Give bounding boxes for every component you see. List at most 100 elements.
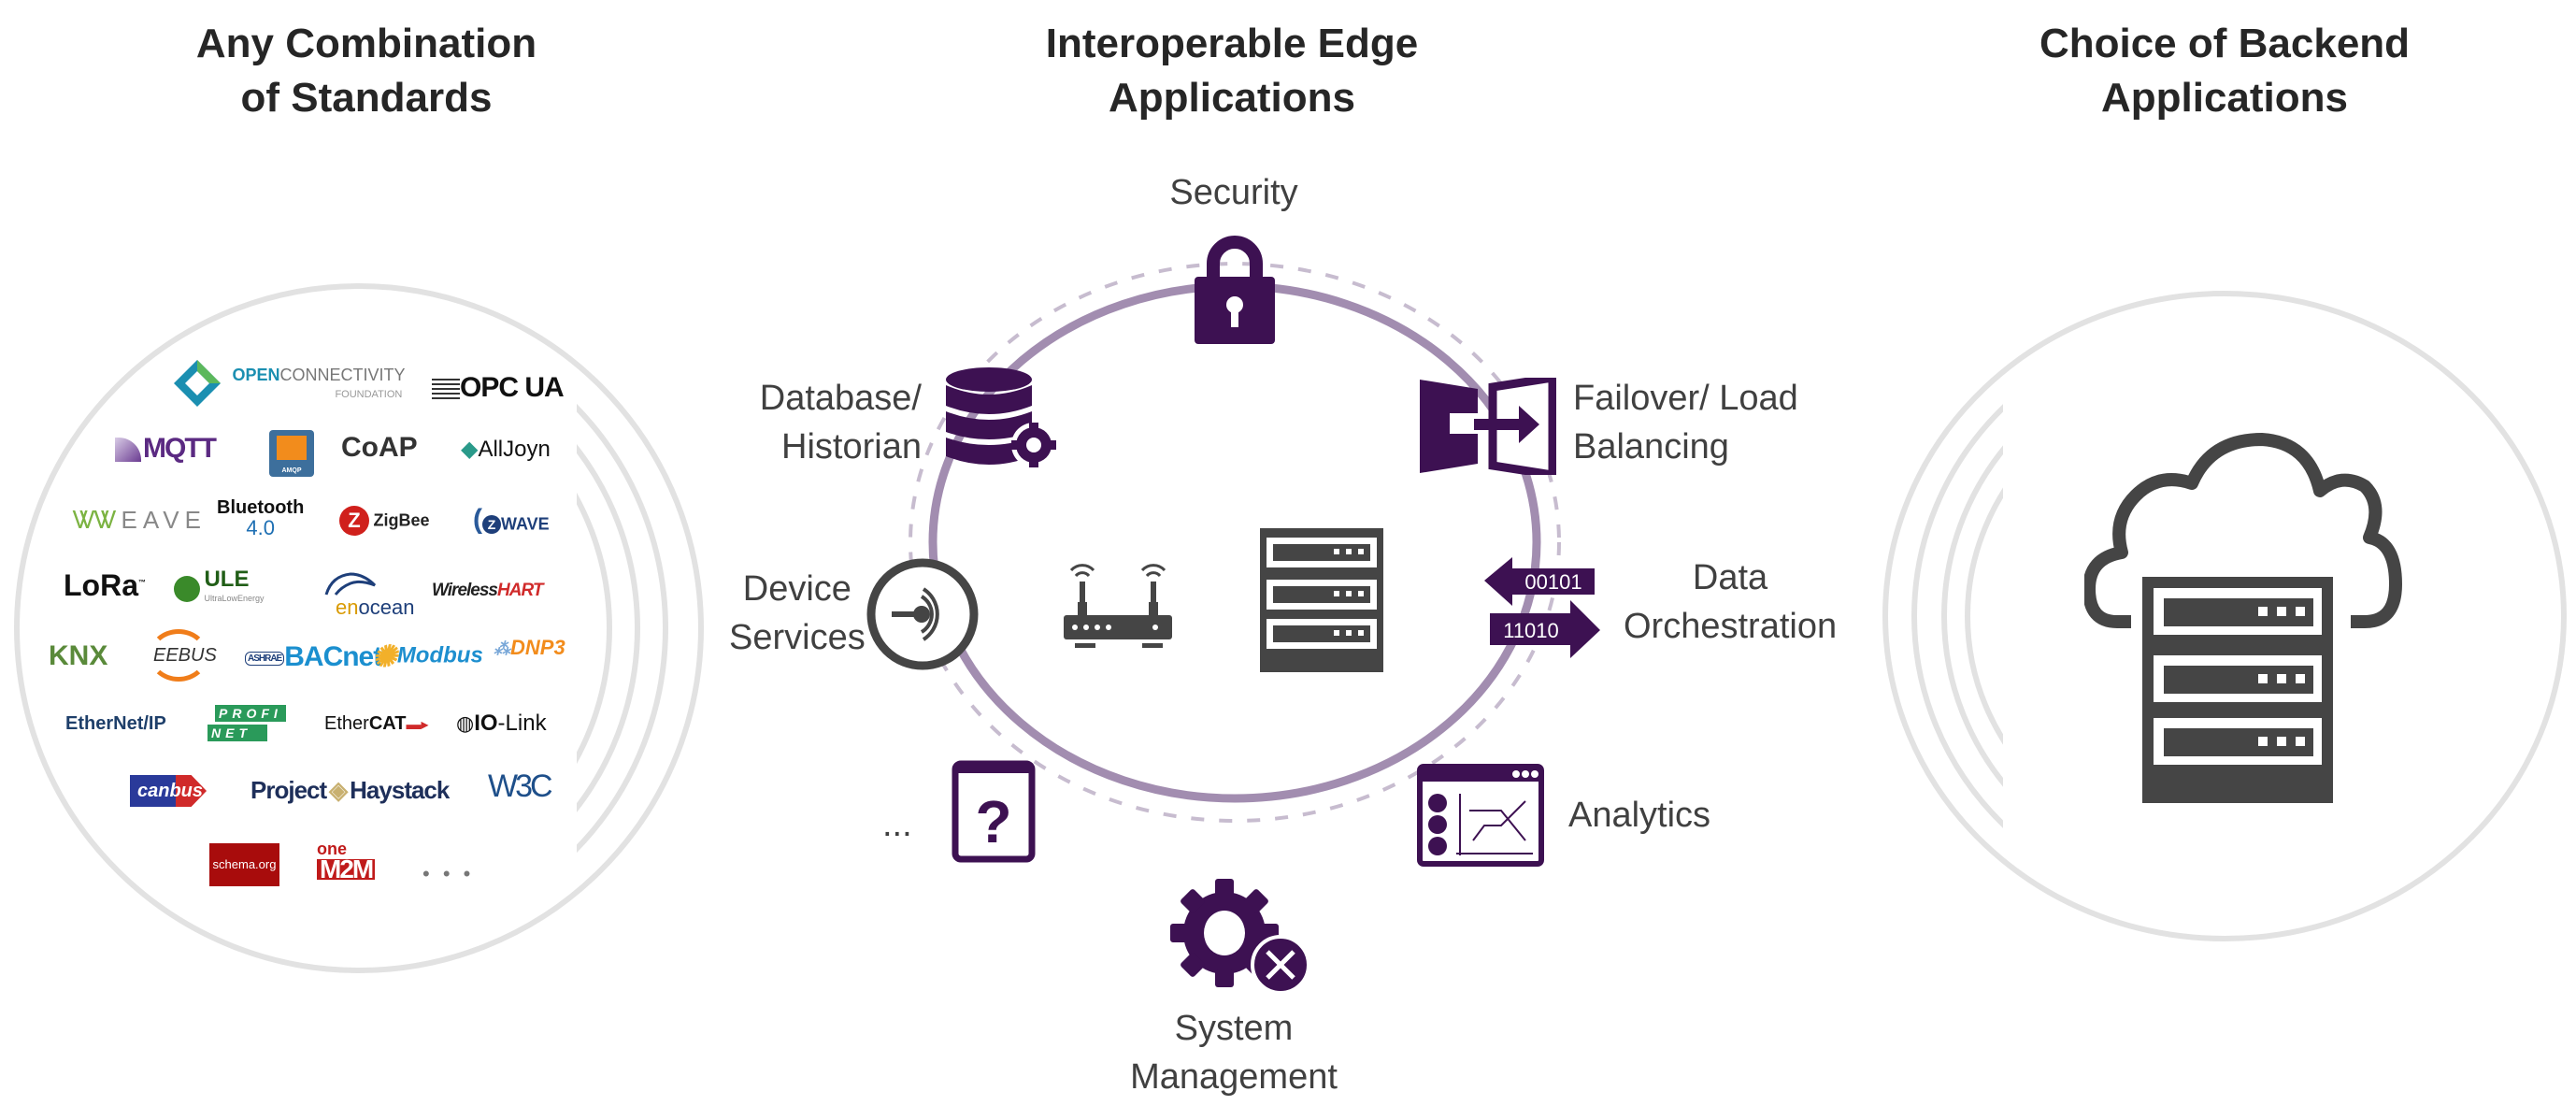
logo-wirelesshart: WirelessHART	[432, 581, 543, 601]
cloud-server-icon	[2084, 433, 2402, 803]
opcua-text: OPC UA	[460, 372, 565, 403]
amqp-text: AMQP	[281, 467, 302, 474]
data-orchestration-label: Data Orchestration	[1624, 553, 1837, 651]
standards-title: Any Combination of Standards	[86, 17, 647, 125]
ethercat-text: CAT	[368, 713, 407, 734]
logo-ethernetip: EtherNet/IP	[65, 713, 166, 734]
edge-server-icon	[1260, 528, 1383, 672]
label-line: Device	[742, 569, 852, 609]
logo-enocean: enenoceanocean	[322, 568, 414, 620]
ule-subtext: UltraLowEnergy	[204, 594, 265, 603]
label-line: Database/	[759, 379, 922, 418]
svg-text:?: ?	[975, 788, 1011, 855]
title-line: of Standards	[240, 75, 493, 121]
dolphin-icon	[324, 572, 377, 596]
eebus-text: EEBUS	[153, 645, 217, 666]
logo-amqp: AMQP	[269, 430, 314, 477]
modbus-text: Modbus	[396, 642, 483, 668]
logo-modbus: ✺Modbus	[372, 639, 483, 673]
onem2m-text: one	[317, 840, 348, 858]
logo-schema-org: schema.org	[209, 843, 279, 886]
ocf-text: CONNECTIVITY	[279, 365, 406, 384]
logo-onem2m: one M2M	[317, 839, 376, 883]
label-line: Failover/ Load	[1573, 379, 1798, 418]
more-label: ...	[882, 805, 912, 844]
logo-dnp3: ⁂DNP3	[494, 636, 565, 659]
title-line: Any Combination	[195, 21, 537, 66]
iolink-text: IO	[474, 711, 498, 736]
logo-haystack: Project◈Haystack	[250, 776, 450, 804]
wirelesshart-text: Wireless	[432, 581, 498, 600]
analytics-icon[interactable]	[1417, 764, 1544, 867]
title-line: Interoperable Edge	[1045, 21, 1419, 66]
dnp3-text: DNP3	[510, 636, 565, 659]
backend-apps-title: Choice of Backend Applications	[1944, 17, 2505, 125]
logo-ule: ULE UltraLowEnergy	[174, 568, 265, 606]
edge-ring	[909, 262, 1561, 823]
label-line: Balancing	[1573, 427, 1729, 467]
weave-text: EAVE	[121, 506, 207, 534]
device-services-label: Device Services	[729, 565, 866, 662]
bluetooth-version: 4.0	[246, 516, 275, 539]
ule-text: ULE	[204, 567, 250, 592]
logo-ethercat: EtherCAT▬▸	[324, 713, 429, 734]
data-orchestration-icon[interactable]: 00101 11010	[1484, 557, 1602, 660]
haystack-text: Project	[250, 776, 327, 804]
label-line: Orchestration	[1624, 607, 1838, 646]
ocf-diamond-icon	[174, 360, 221, 407]
ethercat-text: Ether	[324, 713, 369, 734]
lock-icon[interactable]	[1193, 230, 1277, 346]
logo-lora: LoRa™	[64, 568, 146, 602]
logo-ocf: OPENCONNECTIVITY FOUNDATION	[172, 358, 405, 409]
logo-bluetooth: Bluetooth 4.0	[217, 497, 304, 538]
label-line: System	[1174, 1009, 1294, 1048]
logo-canbus: canbus	[130, 775, 207, 807]
label-line: Services	[729, 618, 866, 657]
mqtt-text: MQTT	[143, 433, 217, 464]
system-management-label: System Management	[1122, 1004, 1346, 1101]
logo-zigbee: Z ZigBee	[339, 506, 429, 536]
analytics-label: Analytics	[1568, 796, 1711, 835]
device-services-icon[interactable]	[866, 557, 980, 671]
database-icon[interactable]	[944, 366, 1062, 473]
title-line: Applications	[1108, 75, 1356, 121]
onem2m-text: M2M	[317, 856, 376, 883]
ocf-subtext: FOUNDATION	[335, 388, 403, 400]
logo-coap: CoAP	[341, 432, 418, 463]
label-line: Historian	[781, 427, 922, 467]
zigbee-text: ZigBee	[373, 510, 430, 530]
standards-circle	[14, 283, 704, 973]
title-line: Applications	[2100, 75, 2349, 121]
haystack-text: Haystack	[350, 776, 450, 804]
bluetooth-text: Bluetooth	[217, 497, 305, 518]
failover-icon[interactable]	[1418, 378, 1556, 475]
logo-eebus: EEBUS	[149, 629, 217, 682]
profinet-text: PROFI	[215, 705, 286, 722]
label-line: Data	[1692, 558, 1768, 597]
backend-circle	[1882, 291, 2567, 941]
help-window-icon[interactable]: ?	[952, 760, 1036, 863]
database-label: Database/ Historian	[748, 374, 922, 471]
logo-mqtt: MQTT	[115, 433, 217, 465]
alljoyn-text: AllJoyn	[478, 437, 551, 462]
lora-text: LoRa	[64, 568, 138, 602]
logo-w3c: W3C	[488, 768, 553, 804]
logo-opcua: OPC UA	[432, 372, 565, 404]
label-line: Management	[1130, 1057, 1338, 1097]
bacnet-text: BACnet	[284, 641, 382, 672]
title-line: Choice of Backend	[2039, 21, 2411, 66]
wirelesshart-text: HART	[497, 581, 543, 600]
system-management-gear-icon[interactable]	[1170, 879, 1310, 995]
profinet-text: NET	[208, 725, 267, 741]
logo-knx: KNX	[49, 640, 108, 671]
router-icon	[1064, 564, 1172, 648]
more-standards-ellipsis: • • •	[422, 862, 475, 885]
data-arrow-right-text: 11010	[1503, 619, 1559, 642]
data-arrow-left-text: 00101	[1524, 570, 1581, 594]
iolink-text: -Link	[497, 711, 547, 736]
failover-label: Failover/ Load Balancing	[1573, 374, 1798, 471]
